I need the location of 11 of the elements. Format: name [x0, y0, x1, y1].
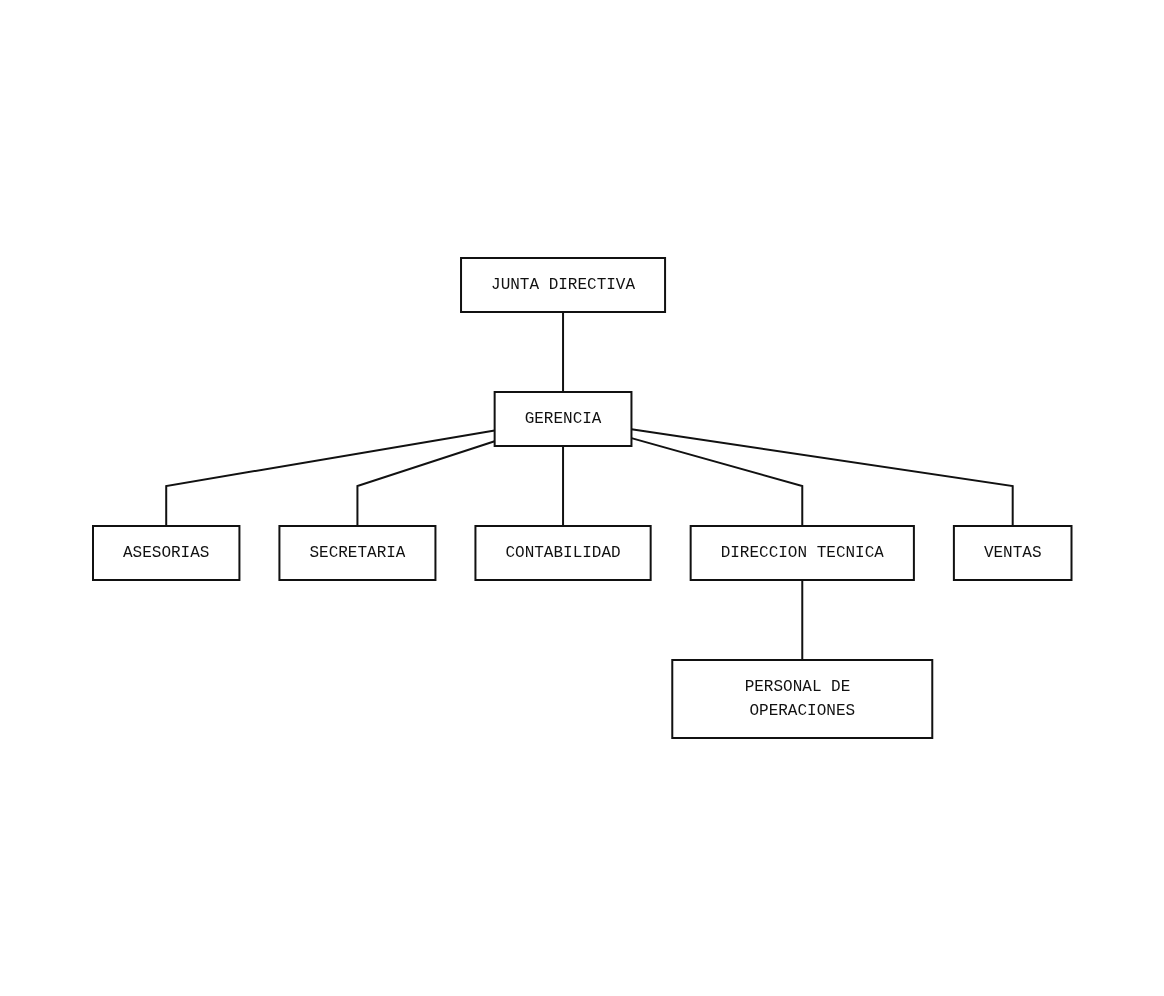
node-box — [671, 659, 933, 739]
node-box — [459, 257, 666, 313]
connector — [801, 579, 803, 661]
node-box — [689, 525, 915, 581]
connector — [561, 311, 564, 393]
connector — [561, 445, 564, 527]
node-box — [493, 391, 633, 447]
node-box — [278, 525, 437, 581]
node-box — [91, 525, 241, 581]
node-box — [474, 525, 652, 581]
node-box — [952, 525, 1073, 581]
